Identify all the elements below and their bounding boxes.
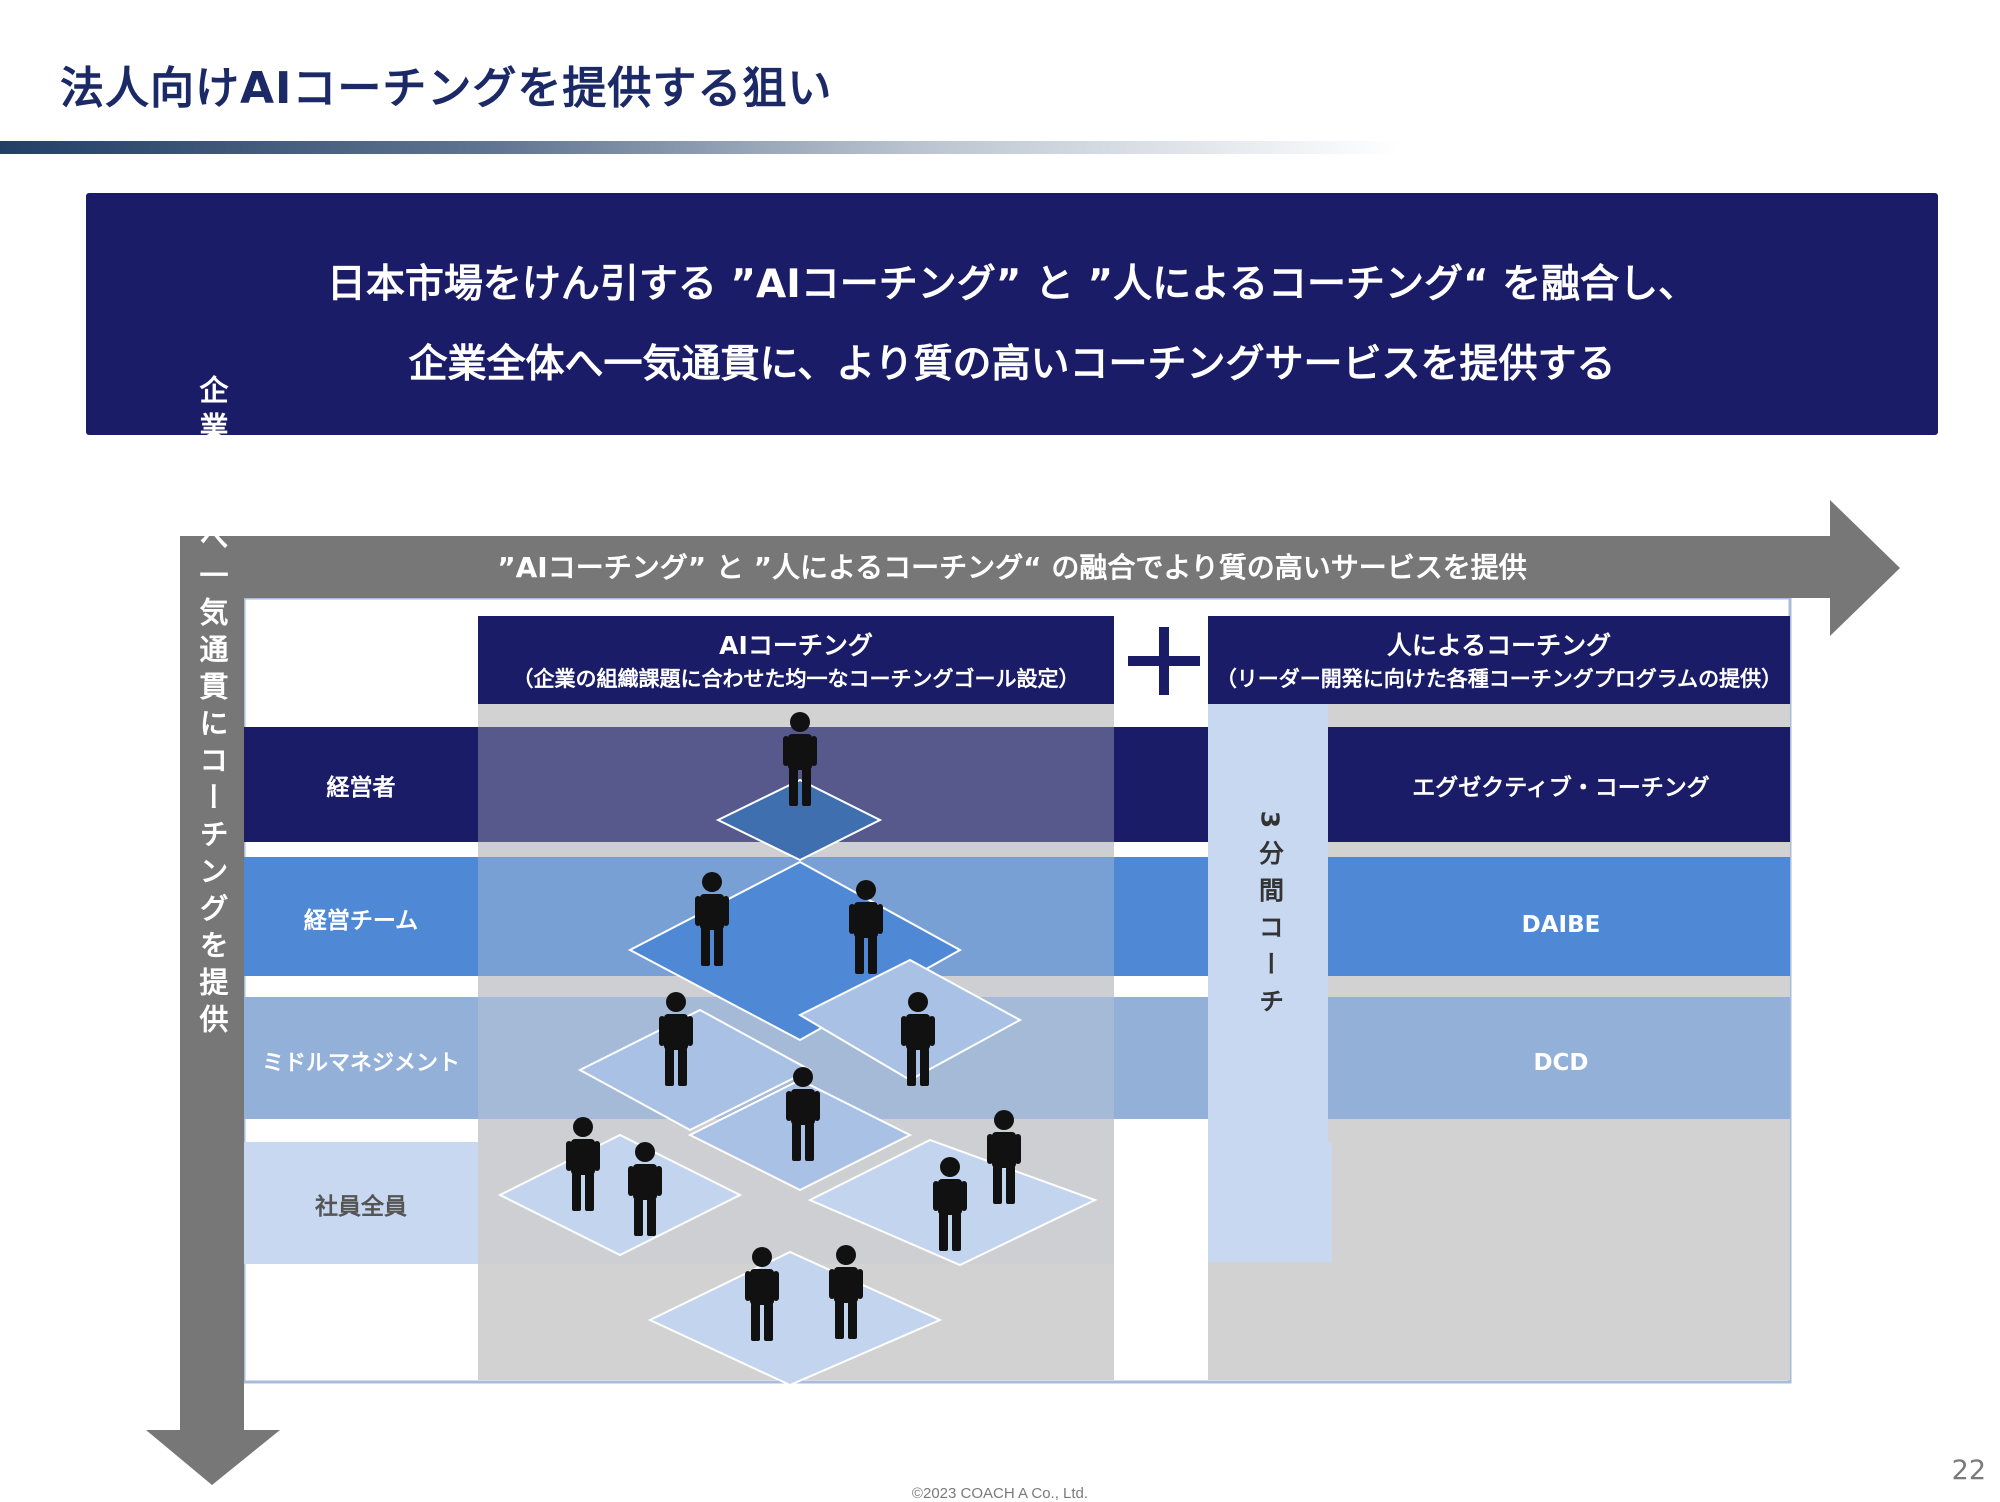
cell-daibe xyxy=(1332,857,1790,976)
human-coaching-subtitle: （リーダー開発に向けた各種コーチングプログラムの提供） xyxy=(1216,667,1782,691)
banner-line-2: 企業全体へ一気通貫に、より質の高いコーチングサービスを提供する xyxy=(408,342,1616,387)
top-arrow-label: ”AIコーチング” と ”人によるコーチング“ の融合でより質の高いサービスを提… xyxy=(497,551,1527,584)
program-executive-coaching: エグゼクティブ・コーチング xyxy=(1412,774,1710,801)
row-label-executive: 経営者 xyxy=(327,774,396,801)
human-coaching-title: 人によるコーチング xyxy=(1387,631,1611,660)
left-arrow xyxy=(146,590,280,1485)
banner-line-1: 日本市場をけん引する ”AIコーチング” と ”人によるコーチング“ を融合し、 xyxy=(326,262,1698,307)
program-dcd: DCD xyxy=(1533,1050,1588,1076)
page-title: 法人向けAIコーチングを提供する狙い xyxy=(60,63,833,114)
plus-icon xyxy=(1128,627,1200,695)
row-band-all-staff xyxy=(244,1142,478,1264)
program-daibe: DAIBE xyxy=(1522,912,1601,938)
cell-executive-coaching xyxy=(1332,727,1790,842)
copyright: ©2023 COACH A Co., Ltd. xyxy=(911,1485,1089,1502)
three-minute-coach-bar xyxy=(1208,700,1328,1262)
row-gap xyxy=(1114,842,1208,857)
key-message-banner: 日本市場をけん引する ”AIコーチング” と ”人によるコーチング“ を融合し、… xyxy=(86,193,1938,435)
human-coaching-header xyxy=(1208,616,1790,704)
left-arrow-label: 企業全体へ一気通貫にコーチングを提供 xyxy=(195,374,230,1041)
row-label-middle-management: ミドルマネジメント xyxy=(262,1051,460,1076)
row-label-all-staff: 社員全員 xyxy=(315,1193,407,1220)
ai-coaching-header xyxy=(478,616,1114,704)
row-label-exec-team: 経営チーム xyxy=(304,907,418,934)
pyramid-tile xyxy=(647,1250,943,1387)
ai-coaching-subtitle: （企業の組織課題に合わせた均一なコーチングゴール設定） xyxy=(513,667,1080,691)
pyramid-tile-top xyxy=(715,778,883,862)
top-arrow xyxy=(180,500,1900,636)
title-divider xyxy=(0,141,1400,154)
ai-coaching-title: AIコーチング xyxy=(719,631,873,660)
three-minute-coach-bar-edge xyxy=(1328,1142,1332,1262)
three-minute-coach-label: 3分間コーチ xyxy=(1256,811,1285,1025)
page-number: 22 xyxy=(1951,1455,1986,1486)
cell-dcd xyxy=(1332,997,1790,1119)
